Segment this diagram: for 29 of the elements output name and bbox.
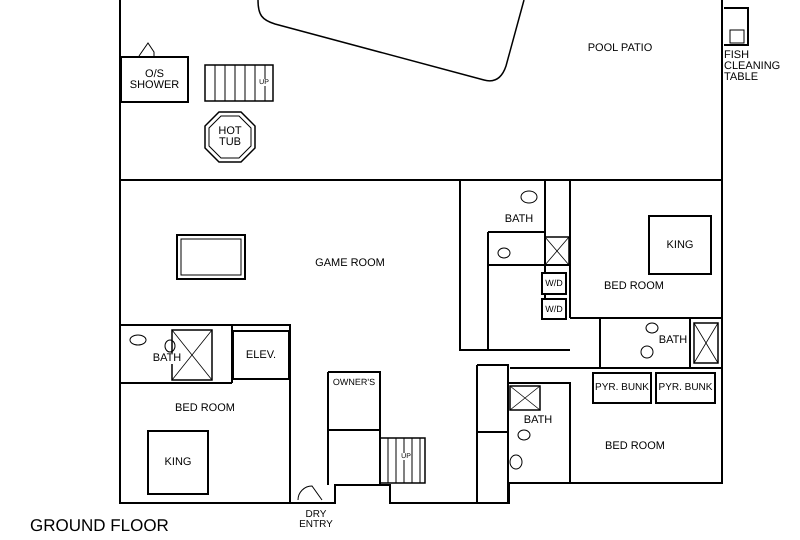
room-label: BED ROOM [605,441,665,452]
node-text: PYR. BUNK [658,383,712,393]
room-label: BATH [658,335,688,346]
room-label: BATH [152,353,182,364]
bunk-bed [592,372,652,404]
node-text: W/D [545,279,563,288]
node-text: HOT TUB [217,126,243,148]
room-label: BATH [524,415,552,426]
node-text: KING [666,240,694,250]
node-text: KING [164,457,192,468]
king-bed [147,430,209,495]
room-label: GAME ROOM [315,258,385,269]
room-label: BED ROOM [175,403,235,414]
node-text: ELEV. [246,350,276,360]
node-text: W/D [545,304,563,314]
room-label: OWNER'S [332,378,376,387]
node-text: O/S SHOWER [128,68,180,90]
washer-dryer [541,272,567,295]
washer-dryer [541,298,567,320]
shower-enclosure [120,56,189,103]
room-label: BATH [504,214,534,225]
elevator [232,330,290,380]
room-label: BED ROOM [604,281,664,292]
hot-tub [204,111,256,163]
area-label: POOL PATIO [588,43,652,54]
bunk-bed [655,372,716,404]
node-text: PYR. BUNK [595,383,649,393]
plan-title: GROUND FLOOR [30,517,169,534]
king-bed [648,215,712,275]
